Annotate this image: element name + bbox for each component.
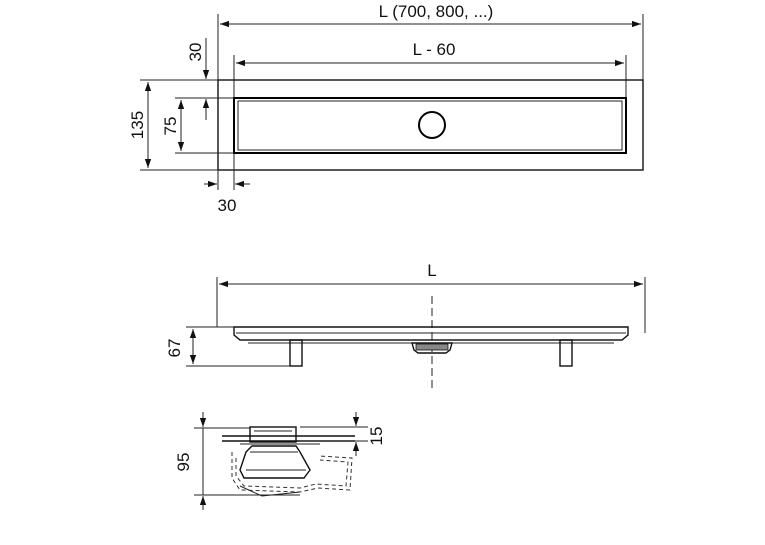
dimension-height-inner: 75 (161, 117, 180, 136)
drain-frame (217, 79, 644, 171)
side-view: L 67 (165, 261, 646, 392)
top-view: L (700, 800, ...) L - 60 135 75 30 30 (128, 2, 644, 215)
dimension-offset-top: 30 (186, 43, 205, 62)
section-view: 95 15 (174, 412, 386, 510)
dimension-height-total: 135 (128, 111, 147, 139)
dimension-inner-length: L - 60 (413, 40, 456, 59)
drain-channel (233, 97, 627, 154)
channel-outline (231, 452, 353, 493)
grate-insert (249, 426, 297, 443)
dimension-side-height: 67 (165, 339, 184, 358)
support-leg-right (559, 339, 573, 367)
dimension-top-length: L (700, 800, ...) (379, 2, 494, 21)
dimension-offset-left: 30 (218, 196, 237, 215)
dimension-section-height: 95 (174, 453, 193, 472)
dimension-section-grate: 15 (367, 427, 386, 446)
outlet-circle (418, 111, 446, 139)
siphon-body (239, 445, 311, 479)
dimension-side-length: L (427, 261, 436, 280)
outlet-siphon (411, 342, 453, 354)
support-leg-left (289, 339, 303, 367)
